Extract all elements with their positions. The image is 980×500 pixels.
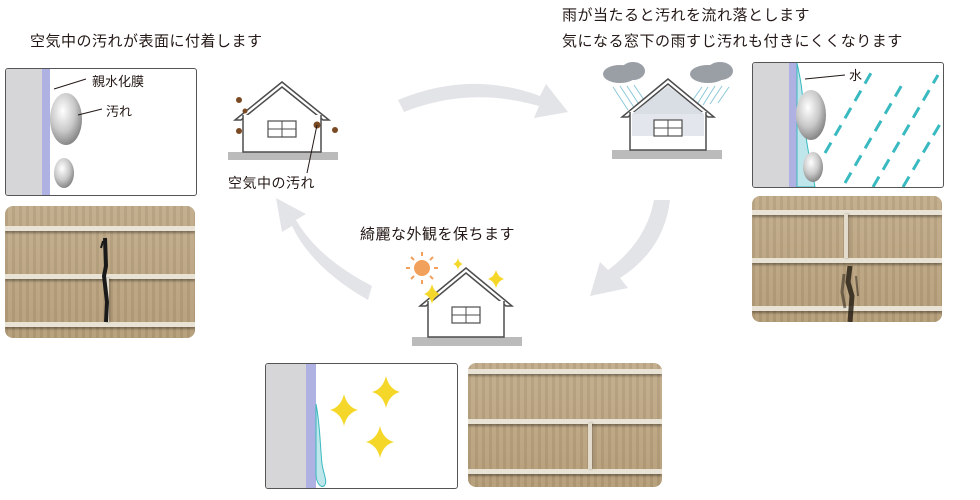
fading-streak	[840, 265, 859, 322]
step2-caption-line1: 雨が当たると汚れを流れ落とします	[562, 6, 811, 24]
wall-section	[6, 69, 42, 195]
sparkle-icon	[330, 394, 358, 426]
panel-dirt-adhering: 親水化膜 汚れ	[5, 68, 197, 196]
water-film	[315, 403, 327, 487]
dirt-blob-large	[796, 90, 826, 140]
house-rain-icon	[603, 62, 733, 159]
photo-wall-clean	[468, 363, 662, 487]
arrow-top	[398, 83, 568, 118]
sparkle-icon	[372, 376, 400, 408]
wall-section	[753, 63, 789, 187]
arrow-right	[590, 200, 670, 296]
dirt-blob-large	[50, 93, 82, 145]
dirt-particle	[242, 108, 248, 114]
hydrophilic-film	[789, 63, 797, 187]
photo-wall-dirty-streak	[5, 206, 195, 338]
clean-surface-illustration	[266, 364, 400, 488]
dirt-blob-small	[54, 158, 74, 188]
step3-caption: 綺麗な外観を保ちます	[360, 225, 516, 243]
water-label: 水	[849, 69, 863, 84]
rain-cloud-icon	[603, 62, 733, 83]
house-airborne-dirt-icon	[228, 81, 338, 174]
panel-rain-washing: 水	[752, 62, 944, 188]
sparkle-icon	[453, 258, 463, 270]
film-label: 親水化膜	[92, 75, 145, 90]
step2-caption-line2: 気になる窓下の雨すじ汚れも付きにくくなります	[562, 32, 903, 50]
dirt-particle	[332, 127, 338, 133]
dirt-particle	[236, 97, 242, 103]
dirt-label: 汚れ	[106, 105, 133, 120]
panel-clean-surface	[265, 363, 458, 489]
house-sparkle-icon	[406, 252, 522, 346]
photo-wall-washed	[752, 196, 942, 322]
dirt-adhering-illustration	[6, 69, 103, 195]
step1-caption: 空気中の汚れが表面に付着します	[30, 32, 263, 50]
rain-washing-illustration	[753, 63, 943, 187]
sun-icon	[406, 252, 438, 284]
dirt-streak	[100, 237, 110, 323]
airborne-dirt-label: 空気中の汚れ	[228, 176, 315, 192]
sparkle-icon	[366, 426, 394, 458]
hydrophilic-film	[306, 364, 316, 488]
arrow-left	[276, 198, 372, 300]
hydrophilic-film	[42, 69, 50, 195]
dirt-blob-small	[803, 152, 823, 182]
dirt-particle	[236, 128, 242, 134]
sparkle-icon	[424, 284, 440, 304]
sparkle-icon	[488, 270, 504, 288]
wall-section	[266, 364, 306, 488]
